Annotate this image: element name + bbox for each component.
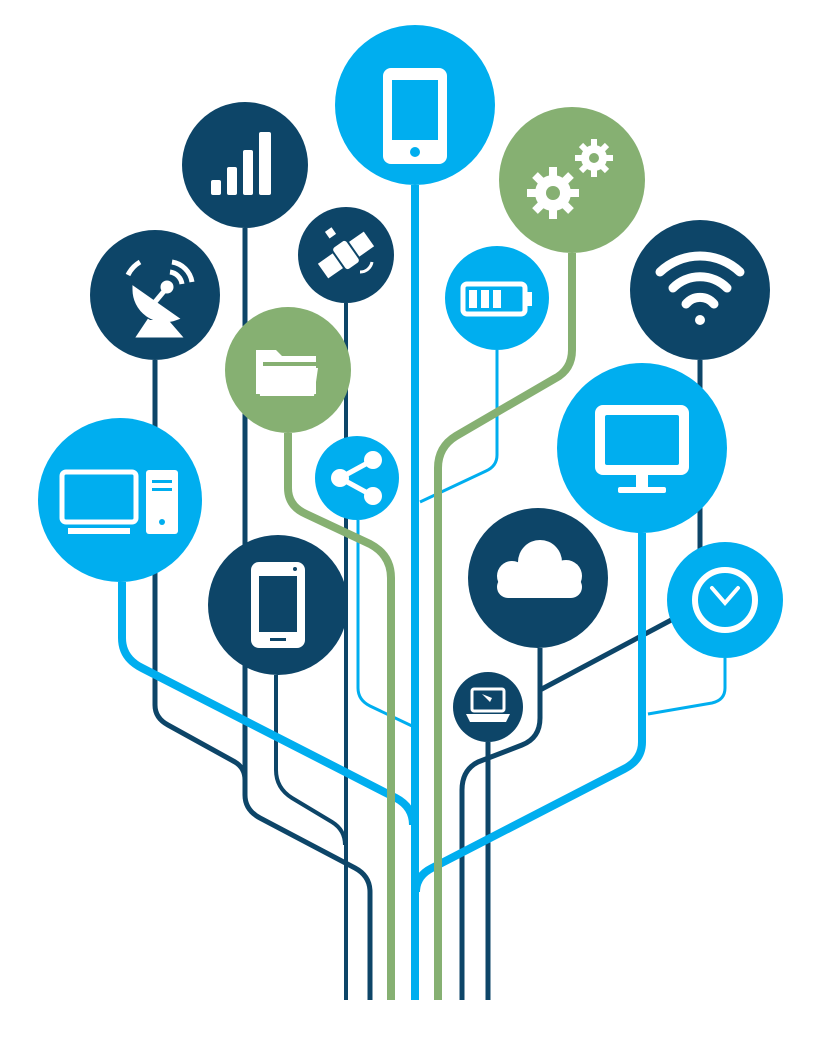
wifi-icon bbox=[655, 251, 745, 325]
branch-clock-navy bbox=[538, 615, 677, 693]
tablet-icon bbox=[383, 68, 447, 164]
node-clock bbox=[667, 542, 783, 658]
node-cloud bbox=[468, 508, 608, 648]
branch-monitor bbox=[412, 533, 646, 893]
smartphone-icon bbox=[251, 562, 305, 648]
node-laptop bbox=[453, 672, 523, 742]
share-icon bbox=[331, 451, 382, 505]
node-satellite-dish bbox=[90, 230, 220, 360]
node-monitor bbox=[557, 363, 727, 533]
branch-cloud bbox=[459, 648, 543, 1000]
node-signal bbox=[182, 102, 308, 228]
branch-folder bbox=[284, 433, 395, 1000]
node-battery bbox=[445, 246, 549, 350]
branch-clock-blue bbox=[647, 658, 727, 716]
branch-dish bbox=[152, 360, 248, 781]
battery-icon bbox=[460, 281, 532, 317]
branch-share bbox=[356, 520, 413, 728]
node-wifi bbox=[630, 220, 770, 360]
monitor-icon bbox=[595, 405, 689, 493]
satellite-dish-icon bbox=[125, 259, 195, 338]
folder-icon bbox=[256, 350, 318, 396]
gears-icon bbox=[527, 139, 613, 219]
branch-phone bbox=[274, 675, 347, 846]
branch-desktop bbox=[118, 582, 417, 826]
node-share bbox=[315, 436, 399, 520]
signal-bars-icon bbox=[211, 132, 271, 195]
node-folder bbox=[225, 307, 351, 433]
branches bbox=[118, 185, 727, 1000]
node-gears bbox=[499, 107, 645, 253]
laptop-icon bbox=[466, 687, 510, 722]
cloud-icon bbox=[497, 540, 582, 598]
node-smartphone bbox=[208, 535, 348, 675]
desktop-computer-icon bbox=[59, 469, 178, 534]
clock-icon bbox=[692, 567, 758, 633]
satellite-icon bbox=[317, 227, 375, 279]
branch-signal bbox=[242, 228, 373, 1000]
branch-gears bbox=[434, 253, 576, 1000]
node-satellite bbox=[298, 207, 394, 303]
branch-battery bbox=[419, 350, 499, 504]
node-desktop bbox=[38, 418, 202, 582]
node-tablet bbox=[335, 25, 495, 185]
